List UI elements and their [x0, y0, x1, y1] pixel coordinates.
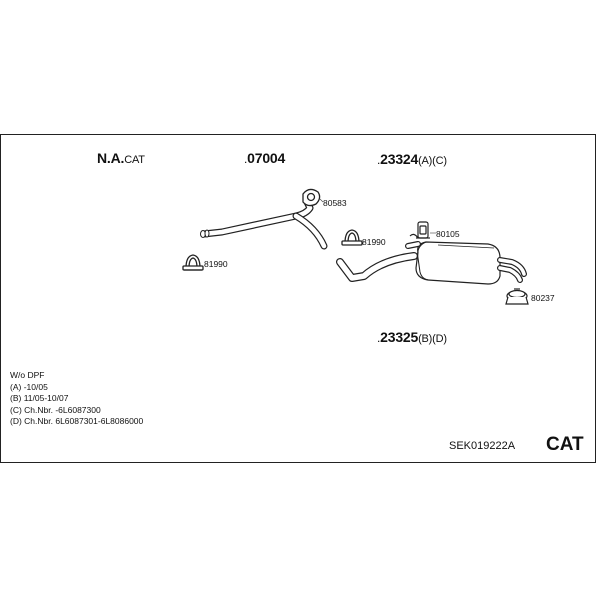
part-label-81990-left: 81990 — [204, 259, 228, 269]
note-line: (D) Ch.Nbr. 6L6087301-6L8086000 — [10, 416, 144, 426]
cat-marker: CAT — [546, 434, 584, 455]
clamp-81990-left — [182, 254, 204, 271]
front-pipe — [200, 198, 328, 250]
note-line: (C) Ch.Nbr. -6L6087300 — [10, 404, 101, 415]
gasket-80583 — [302, 188, 321, 207]
part-label-80583: 80583 — [323, 198, 347, 208]
label-part-23324: .23324(A)(C) — [377, 151, 447, 167]
clamp-80237 — [505, 288, 529, 305]
note-line: (A) -10/05 — [10, 381, 48, 392]
note-line: W/o DPF — [10, 370, 45, 380]
part-label-81990-right: 81990 — [362, 237, 386, 247]
note-line: (B) 11/05-10/07 — [10, 393, 69, 403]
middle-pipe — [336, 252, 418, 282]
hanger-80105 — [416, 221, 430, 239]
leader-lines — [319, 198, 436, 234]
label-na-cat: N.A.CAT — [97, 150, 145, 166]
part-label-80237: 80237 — [531, 293, 555, 303]
clamp-81990-right — [341, 229, 363, 246]
notes-block: W/o DPF (A) -10/05 (B) 11/05-10/07 (C) C… — [10, 370, 143, 428]
diagram-frame — [0, 134, 596, 463]
rear-silencer — [405, 233, 527, 285]
label-part-07004: .07004 — [244, 150, 286, 166]
label-part-23325: .23325(B)(D) — [377, 329, 447, 345]
part-label-80105: 80105 — [436, 229, 460, 239]
kit-code: SEK019222A — [449, 440, 516, 452]
